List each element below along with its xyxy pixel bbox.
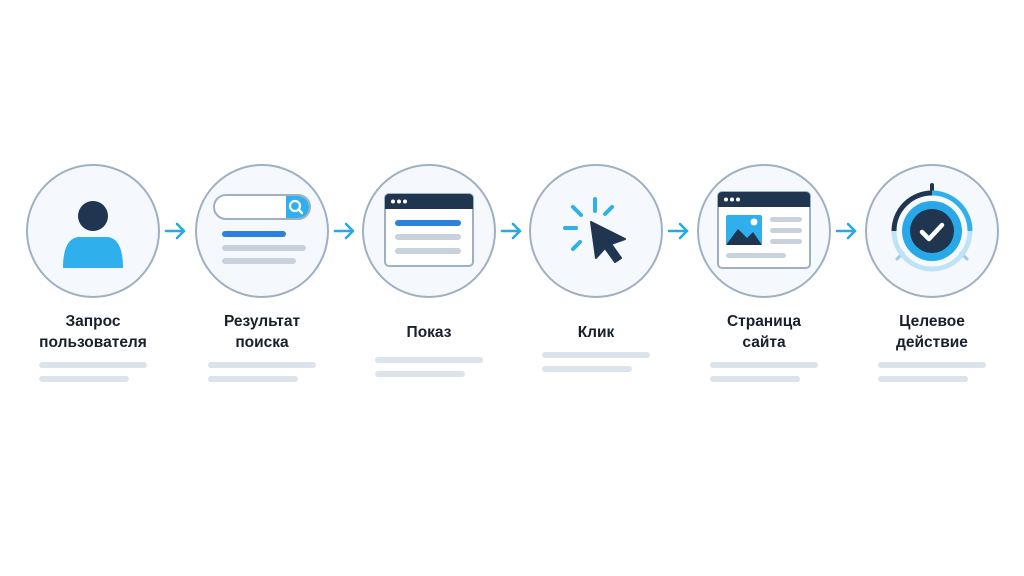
step-impression: Показ [344, 164, 514, 377]
cursor-click-icon [563, 197, 626, 263]
step-label: Результат поиска [223, 313, 301, 351]
step-circle [195, 164, 329, 298]
step-circle [697, 164, 831, 298]
description-placeholder-line [878, 376, 968, 382]
description-placeholder-line [710, 376, 800, 382]
description-placeholder-line [542, 352, 650, 358]
arrow-right-icon [333, 221, 357, 241]
step-circle [865, 164, 999, 298]
description-placeholder-line [375, 357, 483, 363]
description-placeholder-line [542, 366, 632, 372]
step-label: Клик [577, 323, 615, 341]
step-search-results: Результат поиска [177, 164, 347, 382]
step-label: Страница сайта [726, 313, 802, 351]
arrow-right-icon [667, 221, 691, 241]
step-target-action: Целевое действие [847, 164, 1017, 382]
target-check-icon [891, 183, 973, 272]
step-circle [362, 164, 496, 298]
user-icon [63, 201, 123, 268]
step-website-page: Страница сайта [679, 164, 849, 382]
search-results-icon [213, 194, 311, 264]
step-circle [529, 164, 663, 298]
step-click: Клик [511, 164, 681, 372]
step-user-request: Запрос пользователя [8, 164, 178, 382]
arrow-right-icon [835, 221, 859, 241]
arrow-right-icon [500, 221, 524, 241]
arrow-right-icon [164, 221, 188, 241]
description-placeholder-line [878, 362, 986, 368]
description-placeholder-line [375, 371, 465, 377]
website-page-icon [717, 191, 811, 269]
step-label: Целевое действие [896, 313, 968, 351]
step-label: Запрос пользователя [39, 313, 147, 351]
description-placeholder-line [39, 362, 147, 368]
description-placeholder-line [208, 376, 298, 382]
step-circle [26, 164, 160, 298]
browser-window-icon [384, 193, 474, 267]
step-label: Показ [406, 323, 452, 341]
description-placeholder-line [208, 362, 316, 368]
description-placeholder-line [39, 376, 129, 382]
description-placeholder-line [710, 362, 818, 368]
